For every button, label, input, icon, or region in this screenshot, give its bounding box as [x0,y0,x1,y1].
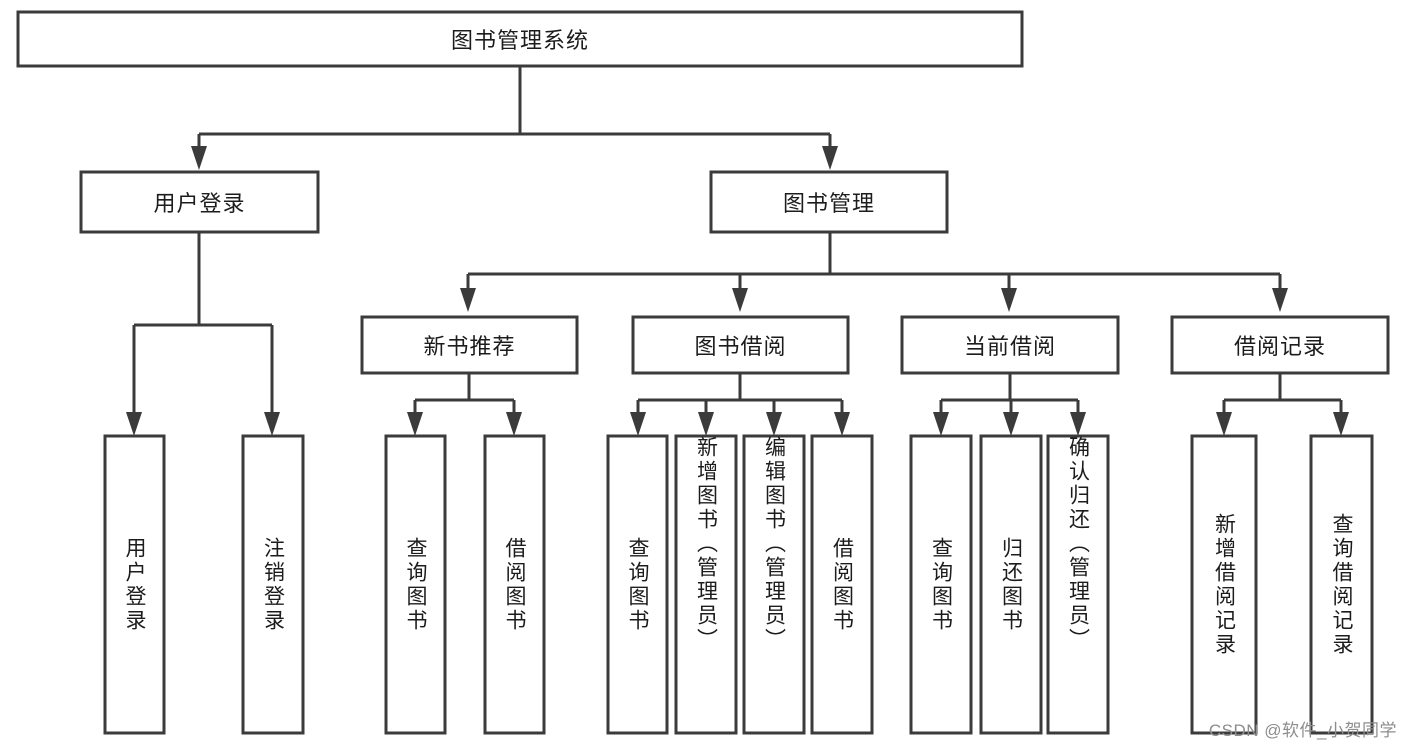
leafbox-add-book-admin[interactable] [674,434,738,735]
node-user-login[interactable] [79,170,320,234]
csdn-watermark: CSDN @软件_小贺同学 [1208,721,1397,740]
arrowhead-to-borrow-record [1272,288,1288,312]
node-current-borrow[interactable] [900,315,1120,375]
leafbox-confirm-return-admin[interactable] [1046,434,1110,735]
arrowhead-to-current-borrow [1001,288,1017,312]
arrowhead-bb-leaf-2 [698,412,714,436]
leafbox-query-book-bb[interactable] [606,434,669,735]
arrowhead-br-leaf-1 [1216,412,1232,436]
node-root-book-management-system[interactable] [16,10,1024,68]
arrowhead-to-user-login [191,146,207,170]
node-book-management[interactable] [709,170,949,234]
leafbox-query-borrow-record[interactable] [1309,434,1374,735]
node-new-book-recommend[interactable] [360,315,579,375]
leafbox-query-book-nbr[interactable] [384,434,447,735]
arrowhead-cb-leaf-2 [1003,412,1019,436]
node-borrow-record[interactable] [1170,315,1390,375]
leafbox-query-book-cb[interactable] [909,434,973,735]
leafbox-logout[interactable] [241,434,305,735]
leafbox-user-login[interactable] [103,434,166,735]
arrowhead-cb-leaf-1 [933,412,949,436]
node-book-borrow[interactable] [631,315,850,375]
arrowhead-cb-leaf-3 [1070,412,1086,436]
arrowhead-bb-leaf-3 [766,412,782,436]
arrowhead-bb-leaf-4 [834,412,850,436]
leafbox-borrow-book-nbr[interactable] [483,434,546,735]
leafbox-borrow-book-bb[interactable] [810,434,874,735]
arrowhead-to-book-borrow [732,288,748,312]
arrowhead-to-leaf-logout [264,412,280,436]
leafbox-add-borrow-record[interactable] [1190,434,1258,735]
arrowhead-to-leaf-user-login [126,412,142,436]
leafbox-return-book[interactable] [979,434,1043,735]
arrowhead-br-leaf-2 [1333,412,1349,436]
arrowhead-nbr-leaf-2 [506,412,522,436]
arrowhead-to-book-management [822,146,838,170]
arrowhead-nbr-leaf-1 [407,412,423,436]
arrowhead-bb-leaf-1 [630,412,646,436]
arrowhead-to-new-book-recommend [460,288,476,312]
leafbox-edit-book-admin[interactable] [742,434,806,735]
